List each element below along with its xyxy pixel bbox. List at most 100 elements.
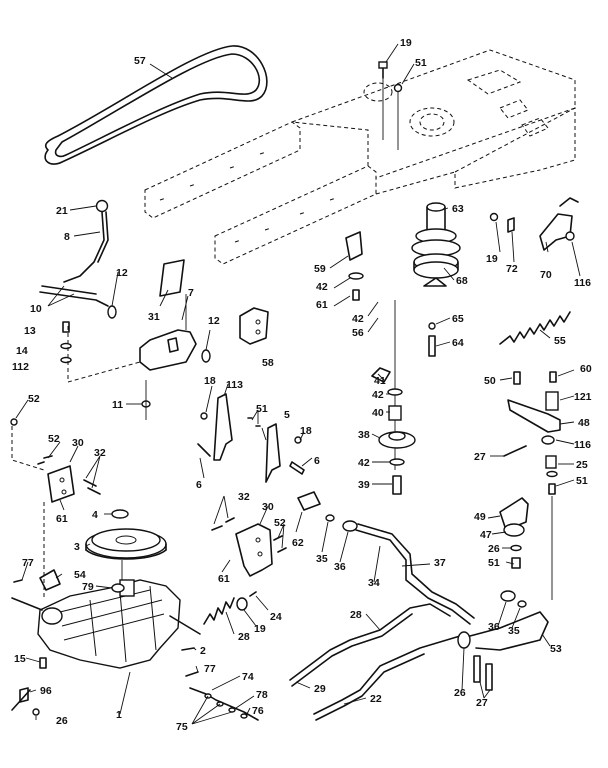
callout-10: 10: [30, 303, 42, 315]
callout-116: 116: [574, 277, 591, 289]
callout-21: 21: [56, 205, 68, 217]
callout-12: 12: [116, 267, 128, 279]
callout-60: 60: [580, 363, 592, 375]
drive-belt: [44, 45, 268, 165]
callout-42-c: 42: [372, 389, 384, 401]
drag-link: [289, 603, 493, 721]
callout-2: 2: [200, 645, 206, 657]
callout-labels: 57 19 51 63 21 8 10 12 31 7 12 13 14 112…: [12, 37, 592, 733]
callout-51: 51: [415, 57, 427, 69]
callout-40: 40: [372, 407, 384, 419]
top-bolts: [378, 61, 403, 150]
callout-18-b: 18: [300, 425, 312, 437]
callout-6: 6: [314, 455, 320, 467]
callout-64: 64: [452, 337, 464, 349]
spring-55: [499, 311, 571, 345]
cross-shaft: [297, 491, 475, 625]
right-lever-stack: [503, 371, 561, 600]
bolt-64: [428, 322, 436, 357]
callout-96: 96: [40, 685, 52, 697]
callout-61: 61: [316, 299, 328, 311]
left-bracket-assembly: [11, 426, 101, 600]
small-hardware-left: [60, 321, 141, 383]
callout-61-c: 61: [218, 573, 230, 585]
chassis-frame: [144, 49, 576, 265]
callout-61-b: 61: [56, 513, 68, 525]
idler-bracket-right: [489, 197, 579, 251]
callout-55: 55: [554, 335, 566, 347]
callout-22: 22: [370, 693, 382, 705]
callout-19-c: 19: [254, 623, 266, 635]
callout-112: 112: [12, 361, 29, 373]
callout-11: 11: [112, 399, 123, 411]
callout-113: 113: [226, 379, 243, 391]
callout-68: 68: [456, 275, 468, 287]
callout-38: 38: [358, 429, 370, 441]
callout-6-b: 6: [196, 479, 202, 491]
callout-54: 54: [74, 569, 86, 581]
center-spindle-stack: [371, 300, 416, 495]
leader-lines: [15, 43, 581, 725]
callout-76: 76: [252, 705, 264, 717]
callout-57: 57: [134, 55, 146, 67]
callout-26-b: 26: [56, 715, 68, 727]
callout-116-b: 116: [574, 439, 591, 451]
callout-51-b: 51: [576, 475, 588, 487]
callout-121: 121: [574, 391, 592, 403]
callout-53: 53: [550, 643, 562, 655]
callout-15: 15: [14, 653, 26, 665]
callout-7: 7: [188, 287, 194, 299]
callout-77-b: 77: [204, 663, 216, 675]
lever-arm-lower: [499, 497, 529, 569]
callout-75: 75: [176, 721, 188, 733]
callout-63: 63: [452, 203, 464, 215]
callout-1: 1: [116, 709, 122, 721]
callout-14: 14: [16, 345, 28, 357]
transaxle-hardware: [19, 647, 195, 716]
shift-bracket: [139, 259, 211, 371]
callout-52-c: 52: [274, 517, 286, 529]
callout-27-b: 27: [476, 697, 488, 709]
callout-48: 48: [578, 417, 590, 429]
callout-19-b: 19: [486, 253, 498, 265]
brake-linkage: [197, 393, 305, 483]
right-rod: [469, 590, 549, 651]
shift-lever: [39, 199, 117, 319]
callout-3: 3: [74, 541, 80, 553]
callout-30: 30: [72, 437, 84, 449]
callout-78: 78: [256, 689, 268, 701]
callout-72: 72: [506, 263, 518, 275]
callout-28-b: 28: [350, 609, 362, 621]
callout-77: 77: [22, 557, 34, 569]
callout-51-d: 51: [488, 557, 500, 569]
callout-26: 26: [488, 543, 500, 555]
callout-39: 39: [358, 479, 370, 491]
callout-58: 58: [262, 357, 274, 369]
clutch-bracket: [345, 231, 364, 301]
callout-29: 29: [314, 683, 326, 695]
callout-34: 34: [368, 577, 380, 589]
callout-30-b: 30: [262, 501, 274, 513]
callout-37: 37: [434, 557, 446, 569]
callout-42: 42: [316, 281, 328, 293]
callout-19: 19: [400, 37, 412, 49]
callout-35-b: 35: [508, 625, 520, 637]
bracket-58: [239, 307, 269, 345]
callout-62: 62: [292, 537, 304, 549]
bolt-52: [10, 418, 18, 426]
callout-24: 24: [270, 611, 282, 623]
center-bracket-assembly: [211, 517, 287, 577]
callout-8: 8: [64, 231, 70, 243]
callout-4: 4: [92, 509, 98, 521]
callout-42-d: 42: [358, 457, 370, 469]
callout-50: 50: [484, 375, 496, 387]
callout-42-b: 42: [352, 313, 364, 325]
callout-74: 74: [242, 671, 254, 683]
callout-18: 18: [204, 375, 216, 387]
callout-27: 27: [474, 451, 486, 463]
callout-59: 59: [314, 263, 326, 275]
callout-32-b: 32: [238, 491, 250, 503]
callout-35: 35: [316, 553, 328, 565]
callout-49: 49: [474, 511, 486, 523]
